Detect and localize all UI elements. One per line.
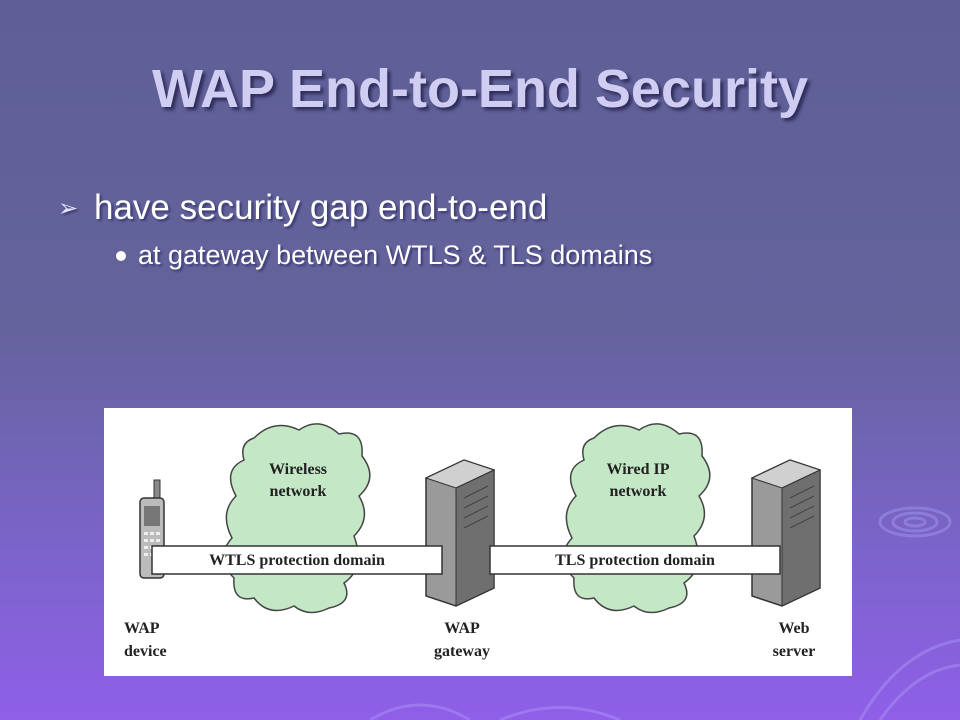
dot-bullet-icon: [116, 250, 126, 261]
bullet-list: ➢ have security gap end-to-end at gatewa…: [58, 188, 652, 271]
cloud-label-line2: network: [610, 483, 667, 500]
node-label-wap-device: WAP: [124, 620, 160, 637]
arrow-bullet-icon: ➢: [58, 194, 79, 222]
node-label-wap-gateway: WAP: [444, 620, 480, 637]
sub-bullet-text: at gateway between WTLS & TLS domains: [138, 240, 653, 270]
slide-title: WAP End-to-End Security: [151, 59, 809, 119]
node-label-web-server-2: server: [773, 643, 816, 660]
tls-protection-domain: TLS protection domain: [489, 545, 781, 575]
wtls-protection-domain: WTLS protection domain: [151, 545, 443, 575]
gateway-server-icon: [424, 459, 496, 607]
wap-security-diagram: Wireless network Wired IP network: [104, 408, 852, 676]
bullet-level-2: at gateway between WTLS & TLS domains: [116, 240, 652, 271]
node-label-wap-gateway-2: gateway: [434, 643, 490, 660]
bullet-text: have security gap end-to-end: [94, 188, 548, 227]
domain-label: WTLS protection domain: [209, 552, 385, 569]
node-label-wap-device-2: device: [124, 643, 167, 660]
cloud-wired-ip-network: Wired IP network: [562, 423, 711, 614]
cloud-label-line1: Wireless: [269, 461, 327, 478]
cloud-label-line2: network: [270, 483, 327, 500]
cloud-label-line1: Wired IP: [607, 461, 670, 478]
node-label-web-server: Web: [778, 620, 809, 637]
bullet-level-1: ➢ have security gap end-to-end: [58, 188, 652, 228]
cloud-wireless-network: Wireless network: [222, 423, 371, 614]
domain-label: TLS protection domain: [555, 552, 715, 569]
web-server-icon: [750, 459, 822, 607]
